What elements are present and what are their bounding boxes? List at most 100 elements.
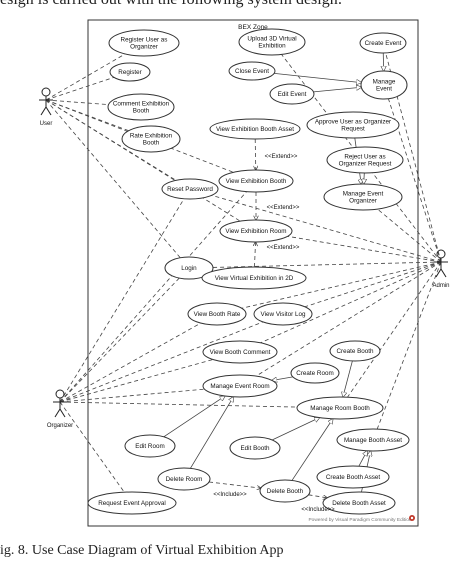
- uc-view-exhibition-room[interactable]: View Exhibition Room: [219, 219, 293, 243]
- use-case-ellipse[interactable]: [336, 428, 410, 452]
- use-case-ellipse[interactable]: [238, 28, 306, 56]
- use-case-ellipse[interactable]: [323, 183, 403, 211]
- use-case-ellipse[interactable]: [269, 83, 315, 105]
- system-boundary: [87, 19, 419, 527]
- use-case-label: Organizer: [130, 44, 158, 51]
- use-case-ellipse[interactable]: [229, 436, 281, 460]
- use-case-ellipse[interactable]: [109, 62, 151, 82]
- use-case-ellipse[interactable]: [228, 61, 276, 81]
- use-case-ellipse[interactable]: [87, 491, 177, 515]
- use-case-ellipse[interactable]: [164, 256, 214, 280]
- use-case-label: Approve User as Organizer: [315, 119, 391, 126]
- actor-user[interactable]: User: [39, 87, 53, 127]
- association-line: [45, 99, 109, 106]
- uc-delete-booth-asset[interactable]: Delete Booth Asset: [322, 491, 396, 515]
- uc-view-booth-comment[interactable]: View Booth Comment: [202, 340, 278, 364]
- actor-admin-label: Admin: [432, 283, 449, 289]
- use-case-ellipse[interactable]: [290, 362, 340, 384]
- uc-manage-event-room[interactable]: Manage Event Room: [202, 374, 278, 398]
- actor-organizer[interactable]: Organizer: [47, 389, 73, 429]
- relationship-line: [343, 360, 353, 397]
- use-case-label: View Exhibition Booth Asset: [216, 126, 294, 133]
- use-case-ellipse[interactable]: [121, 125, 181, 153]
- use-case-ellipse[interactable]: [124, 434, 176, 458]
- use-case-ellipse[interactable]: [259, 479, 311, 503]
- use-case-label: Create Event: [365, 40, 402, 47]
- relationship-line: [291, 419, 333, 481]
- use-case-ellipse[interactable]: [329, 340, 381, 362]
- use-case-ellipse[interactable]: [202, 374, 278, 398]
- use-case-ellipse[interactable]: [218, 169, 294, 193]
- association-line: [45, 53, 126, 101]
- uc-edit-room[interactable]: Edit Room: [124, 434, 176, 458]
- use-case-ellipse[interactable]: [201, 266, 307, 290]
- use-case-ellipse[interactable]: [306, 111, 400, 139]
- use-case-ellipse[interactable]: [108, 29, 180, 57]
- use-case-label: Booth: [143, 140, 160, 147]
- use-case-ellipse[interactable]: [202, 340, 278, 364]
- use-case-ellipse[interactable]: [161, 178, 219, 200]
- use-case-ellipse[interactable]: [326, 146, 404, 174]
- uc-edit-event[interactable]: Edit Event: [269, 83, 315, 105]
- uc-reset-password[interactable]: Reset Password: [161, 178, 219, 200]
- use-case-ellipse[interactable]: [219, 219, 293, 243]
- relationship-line: [208, 481, 261, 488]
- use-case-label: View Visitor Log: [261, 311, 306, 318]
- uc-view-exhibition-booth[interactable]: View Exhibition Booth: [218, 169, 294, 193]
- relationship-line: [190, 397, 233, 469]
- use-case-ellipse[interactable]: [296, 396, 384, 420]
- use-case-ellipse[interactable]: [157, 467, 211, 491]
- uc-view-virtual-exhibition-2d[interactable]: View Virtual Exhibition in 2D: [201, 266, 307, 290]
- relationship-line: [163, 396, 225, 438]
- use-case-label: Organizer Request: [339, 161, 392, 168]
- use-case-label: View Exhibition Booth: [226, 178, 287, 185]
- uc-view-visitor-log[interactable]: View Visitor Log: [253, 302, 313, 326]
- use-case-ellipse[interactable]: [107, 93, 175, 121]
- uc-create-booth-asset[interactable]: Create Booth Asset: [316, 465, 390, 489]
- use-case-label: Create Booth Asset: [326, 474, 381, 481]
- relationship-line: [271, 418, 319, 441]
- uc-manage-room-booth[interactable]: Manage Room Booth: [296, 396, 384, 420]
- actor-user-label: User: [40, 121, 53, 127]
- uc-register[interactable]: Register: [109, 62, 151, 82]
- use-case-label: Delete Booth Asset: [332, 500, 386, 507]
- use-case-label: Edit Booth: [240, 445, 270, 452]
- use-case-label: Delete Room: [166, 476, 203, 483]
- uc-view-exhibition-booth-asset[interactable]: View Exhibition Booth Asset: [209, 118, 301, 140]
- uc-create-event[interactable]: Create Event: [359, 32, 407, 54]
- association-line: [59, 401, 298, 408]
- uc-view-booth-rate[interactable]: View Booth Rate: [187, 302, 247, 326]
- use-case-label: View Booth Rate: [194, 311, 241, 318]
- uc-create-room[interactable]: Create Room: [290, 362, 340, 384]
- actor-admin[interactable]: Admin: [432, 249, 450, 289]
- association-line: [59, 388, 205, 403]
- use-case-ellipse[interactable]: [209, 118, 301, 140]
- uc-delete-room[interactable]: Delete Room: [157, 467, 211, 491]
- association-line: [385, 52, 442, 263]
- uc-manage-booth-asset[interactable]: Manage Booth Asset: [336, 428, 410, 452]
- use-case-label: Login: [181, 265, 197, 272]
- use-case-ellipse[interactable]: [187, 302, 247, 326]
- use-case-ellipse[interactable]: [322, 491, 396, 515]
- association-line: [241, 261, 442, 309]
- uc-create-booth[interactable]: Create Booth: [329, 340, 381, 362]
- uc-request-event-approval[interactable]: Request Event Approval: [87, 491, 177, 515]
- relationship-line: [254, 242, 255, 268]
- uc-edit-booth[interactable]: Edit Booth: [229, 436, 281, 460]
- uc-close-event[interactable]: Close Event: [228, 61, 276, 81]
- use-case-ellipse[interactable]: [253, 302, 313, 326]
- use-case-ellipse[interactable]: [359, 32, 407, 54]
- uc-login[interactable]: Login: [164, 256, 214, 280]
- uc-delete-booth[interactable]: Delete Booth: [259, 479, 311, 503]
- relationship-line: [274, 72, 361, 82]
- use-case-ellipse[interactable]: [316, 465, 390, 489]
- use-case-ellipse[interactable]: [360, 70, 408, 100]
